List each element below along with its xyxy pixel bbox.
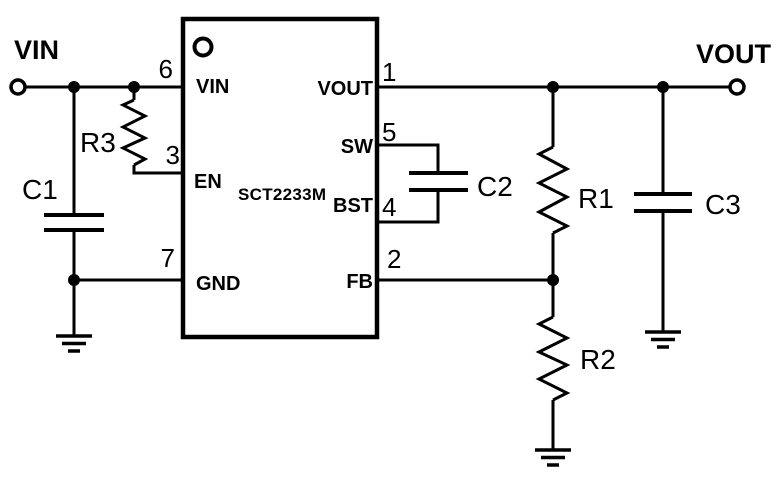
resistor-r2 — [535, 315, 571, 402]
wire-sw-c2-bst — [377, 143, 440, 224]
r1-label: R1 — [578, 183, 614, 214]
capacitor-c2 — [409, 171, 468, 192]
junction-dot — [68, 81, 80, 93]
r2-label: R2 — [580, 344, 616, 375]
vin-terminal — [9, 78, 27, 96]
ground-symbol-c1 — [56, 334, 92, 353]
ground-symbol-r2 — [535, 448, 571, 467]
pin-number-7: 7 — [161, 243, 175, 273]
c2-label: C2 — [477, 171, 513, 202]
ic-part-number: SCT2233M — [238, 185, 326, 204]
junction-dot — [547, 81, 559, 93]
pin-number-1: 1 — [382, 57, 396, 87]
pin-number-5: 5 — [382, 117, 396, 147]
resistors — [119, 98, 571, 402]
ic-pin-en: EN — [194, 171, 222, 193]
junction-dots — [68, 81, 669, 286]
junction-dot — [657, 81, 669, 93]
ic-pin-fb: FB — [346, 271, 373, 293]
ic-pin-vout: VOUT — [317, 78, 373, 100]
ic-pin-bst: BST — [333, 195, 373, 217]
ic-pin-vin: VIN — [196, 76, 229, 98]
junction-dot — [128, 81, 140, 93]
pin-number-3: 3 — [166, 140, 180, 170]
ic-pin-sw: SW — [341, 136, 373, 158]
junction-dot — [68, 274, 80, 286]
ic-body — [180, 16, 380, 340]
ground-symbols — [56, 330, 681, 467]
pin1-marker-icon — [192, 36, 214, 58]
capacitor-c3 — [634, 192, 692, 213]
resistor-r3 — [119, 98, 149, 167]
c3-label: C3 — [705, 189, 741, 220]
junction-dot — [547, 274, 559, 286]
c1-label: C1 — [22, 174, 58, 205]
capacitor-c1 — [44, 213, 104, 232]
pin-number-4: 4 — [382, 192, 396, 222]
vout-label: VOUT — [696, 39, 772, 69]
pin-number-2: 2 — [387, 244, 401, 274]
ground-symbol-c3 — [645, 330, 681, 349]
ic-pin-gnd: GND — [196, 273, 240, 295]
resistor-r1 — [535, 145, 571, 235]
r3-label: R3 — [80, 127, 116, 158]
vin-label: VIN — [14, 35, 59, 65]
vout-terminal — [728, 78, 746, 96]
pin-number-6: 6 — [159, 54, 173, 84]
capacitors — [44, 171, 692, 232]
